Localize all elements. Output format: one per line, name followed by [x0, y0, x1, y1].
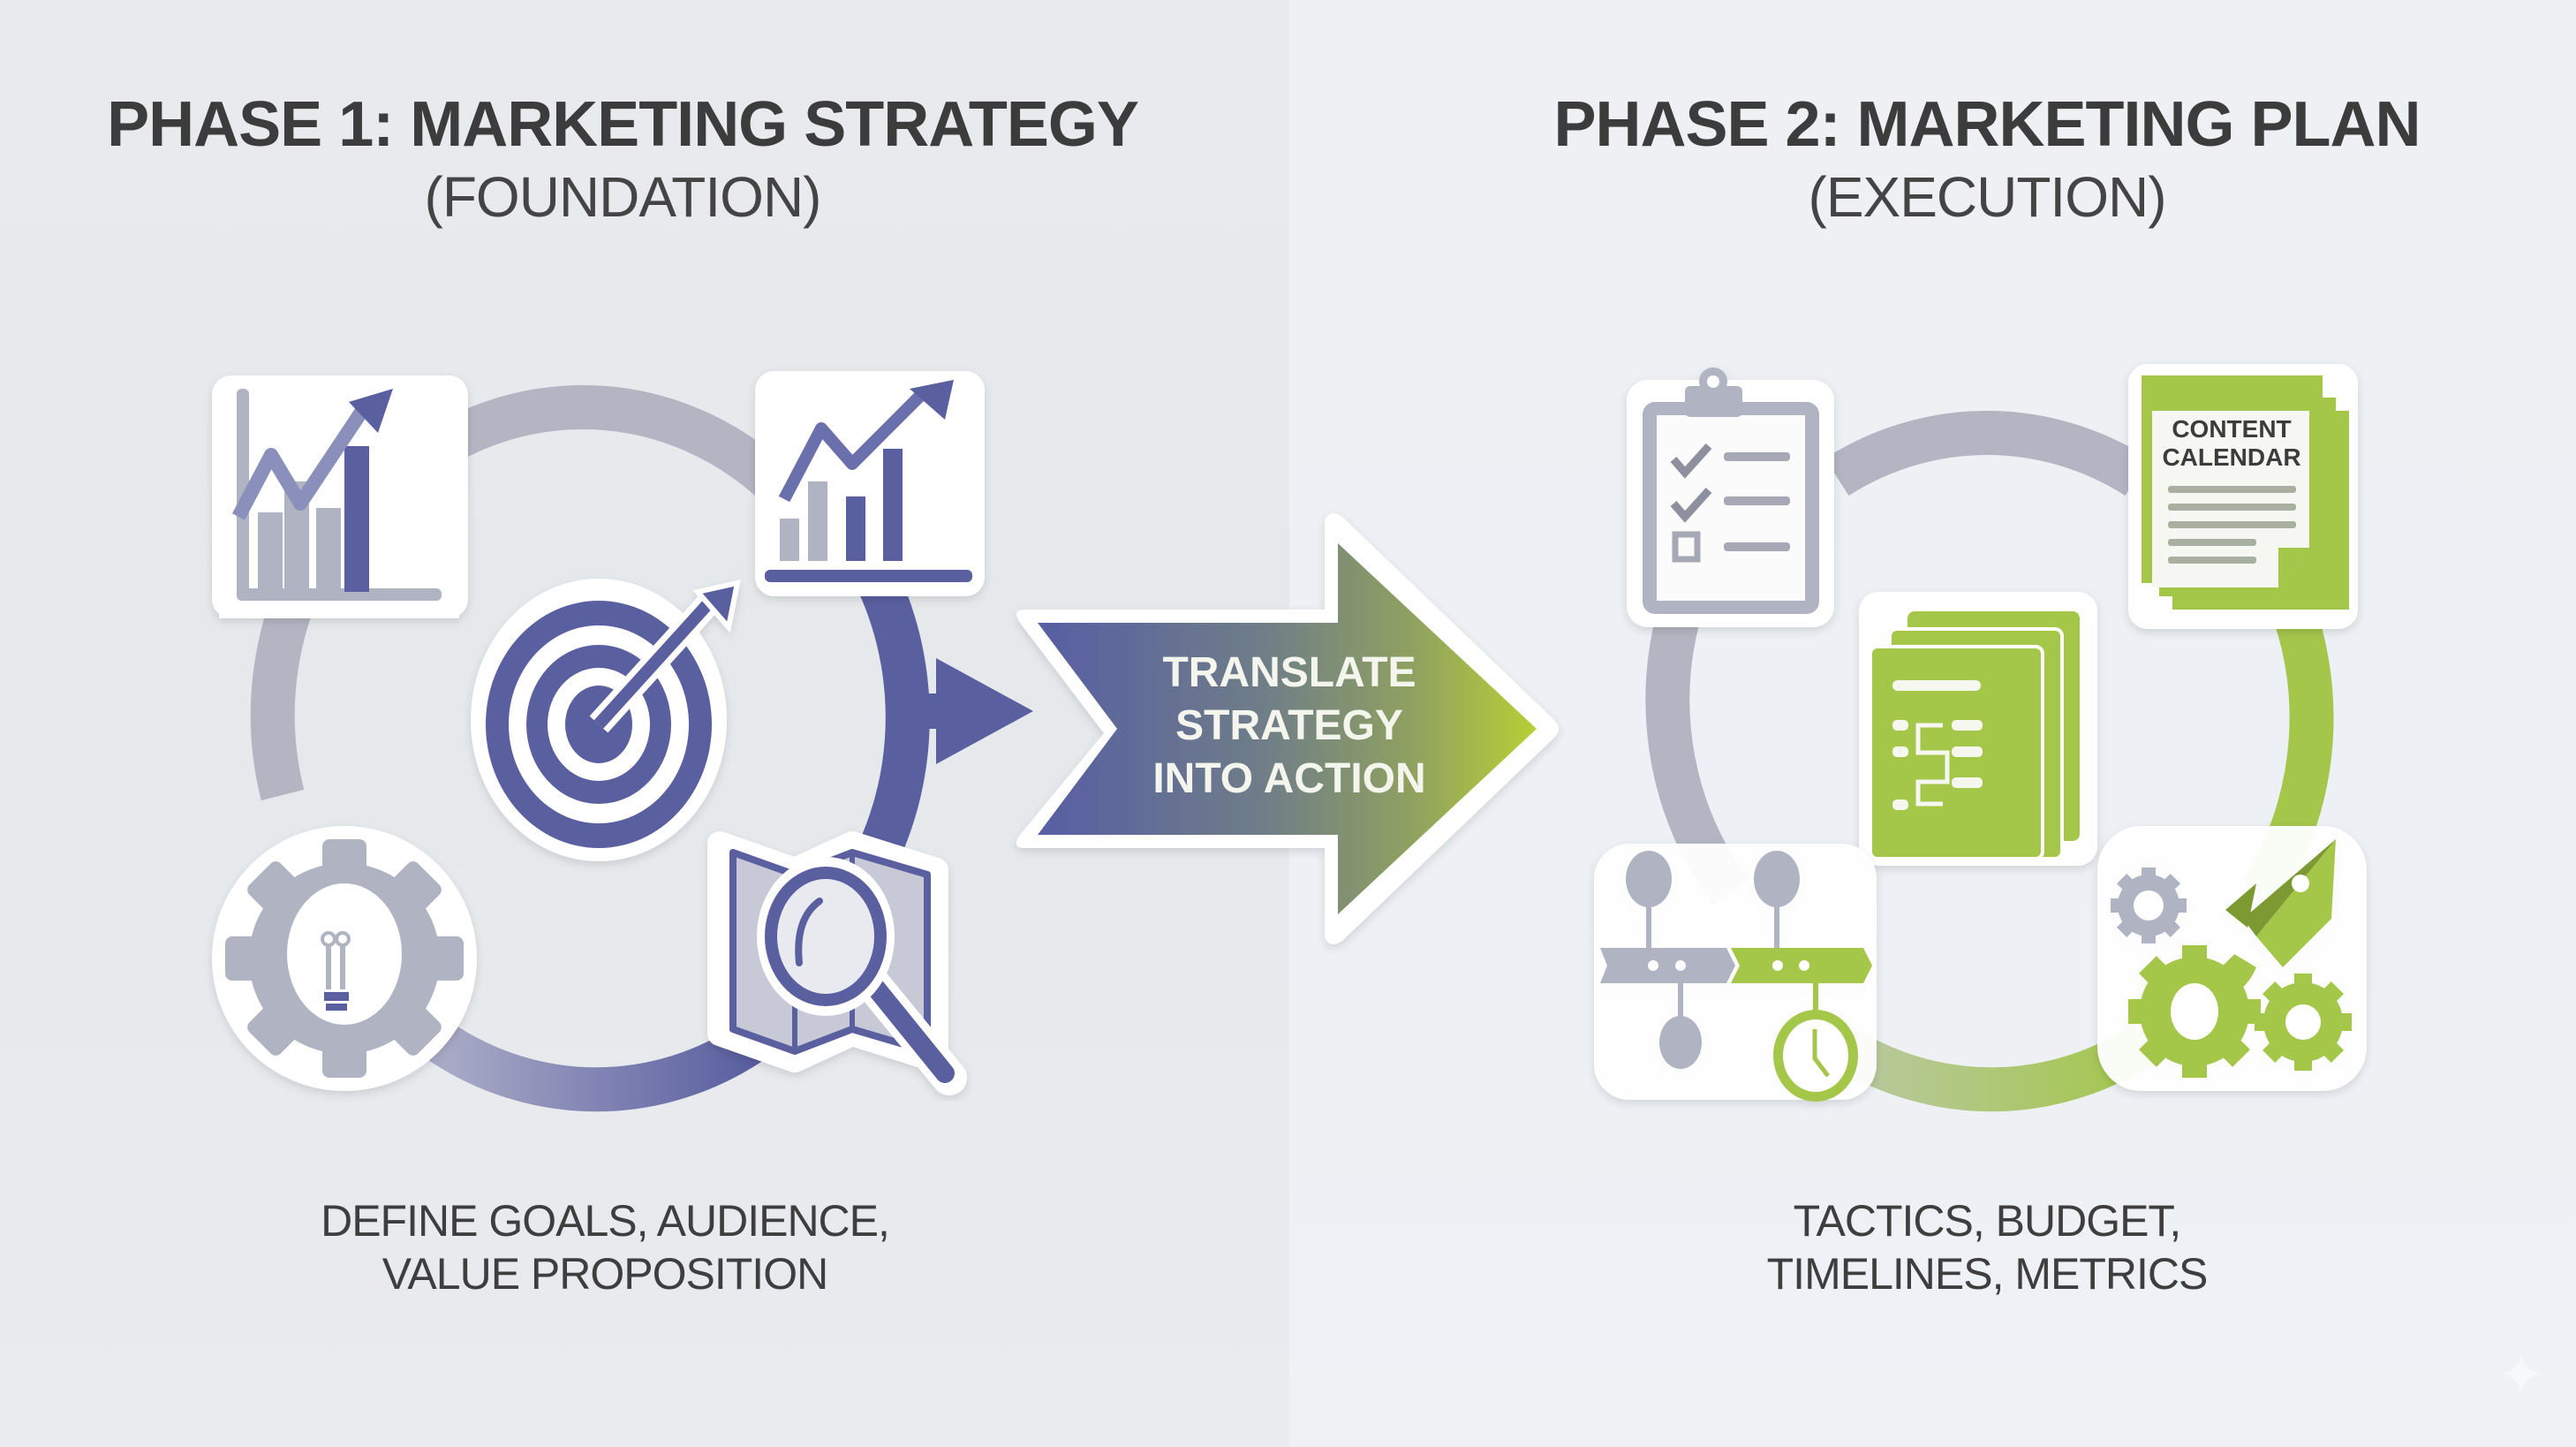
growth-chart-icon — [755, 371, 985, 596]
line-bar-chart-icon — [212, 375, 468, 618]
content-calendar-line2: CALENDAR — [2162, 443, 2301, 471]
phase2-subtitle: (EXECUTION) — [1808, 165, 2167, 229]
phase2-caption: TACTICS, BUDGET, TIMELINES, METRICS — [1766, 1194, 2209, 1300]
phase1-caption-line1: DEFINE GOALS, AUDIENCE, — [321, 1196, 890, 1246]
phase1-caption: DEFINE GOALS, AUDIENCE, VALUE PROPOSITIO… — [321, 1194, 890, 1300]
arrow-label-line2: STRATEGY — [1175, 702, 1403, 749]
content-calendar-icon — [2128, 364, 2358, 629]
phase2-caption-line2: TIMELINES, METRICS — [1766, 1249, 2209, 1299]
phase1-subtitle: (FOUNDATION) — [424, 165, 822, 229]
phase2-title: PHASE 2: MARKETING PLAN — [1553, 89, 2421, 160]
flowchart-document-icon — [1859, 592, 2097, 866]
transition-arrow — [1016, 513, 1559, 944]
phase1-title: PHASE 1: MARKETING STRATEGY — [107, 89, 1139, 160]
timeline-clock-icon — [1594, 844, 1877, 1102]
map-magnifier-icon — [707, 831, 967, 1095]
arrow-label-line1: TRANSLATE — [1162, 649, 1416, 696]
rocket-gears-icon — [2097, 826, 2367, 1091]
phase2-caption-line1: TACTICS, BUDGET, — [1793, 1196, 2182, 1246]
content-calendar-label: CONTENT CALENDAR — [2162, 415, 2300, 472]
phase1-caption-line2: VALUE PROPOSITION — [381, 1249, 828, 1299]
checklist-clipboard-icon — [1627, 367, 1834, 627]
content-calendar-line1: CONTENT — [2172, 415, 2292, 443]
transition-arrow-label: TRANSLATE STRATEGY INTO ACTION — [1152, 647, 1425, 806]
target-arrow-icon — [471, 579, 741, 861]
sparkle-icon — [2501, 1353, 2542, 1394]
arrow-label-line3: INTO ACTION — [1152, 755, 1426, 802]
gear-lightbulb-icon — [212, 826, 477, 1091]
